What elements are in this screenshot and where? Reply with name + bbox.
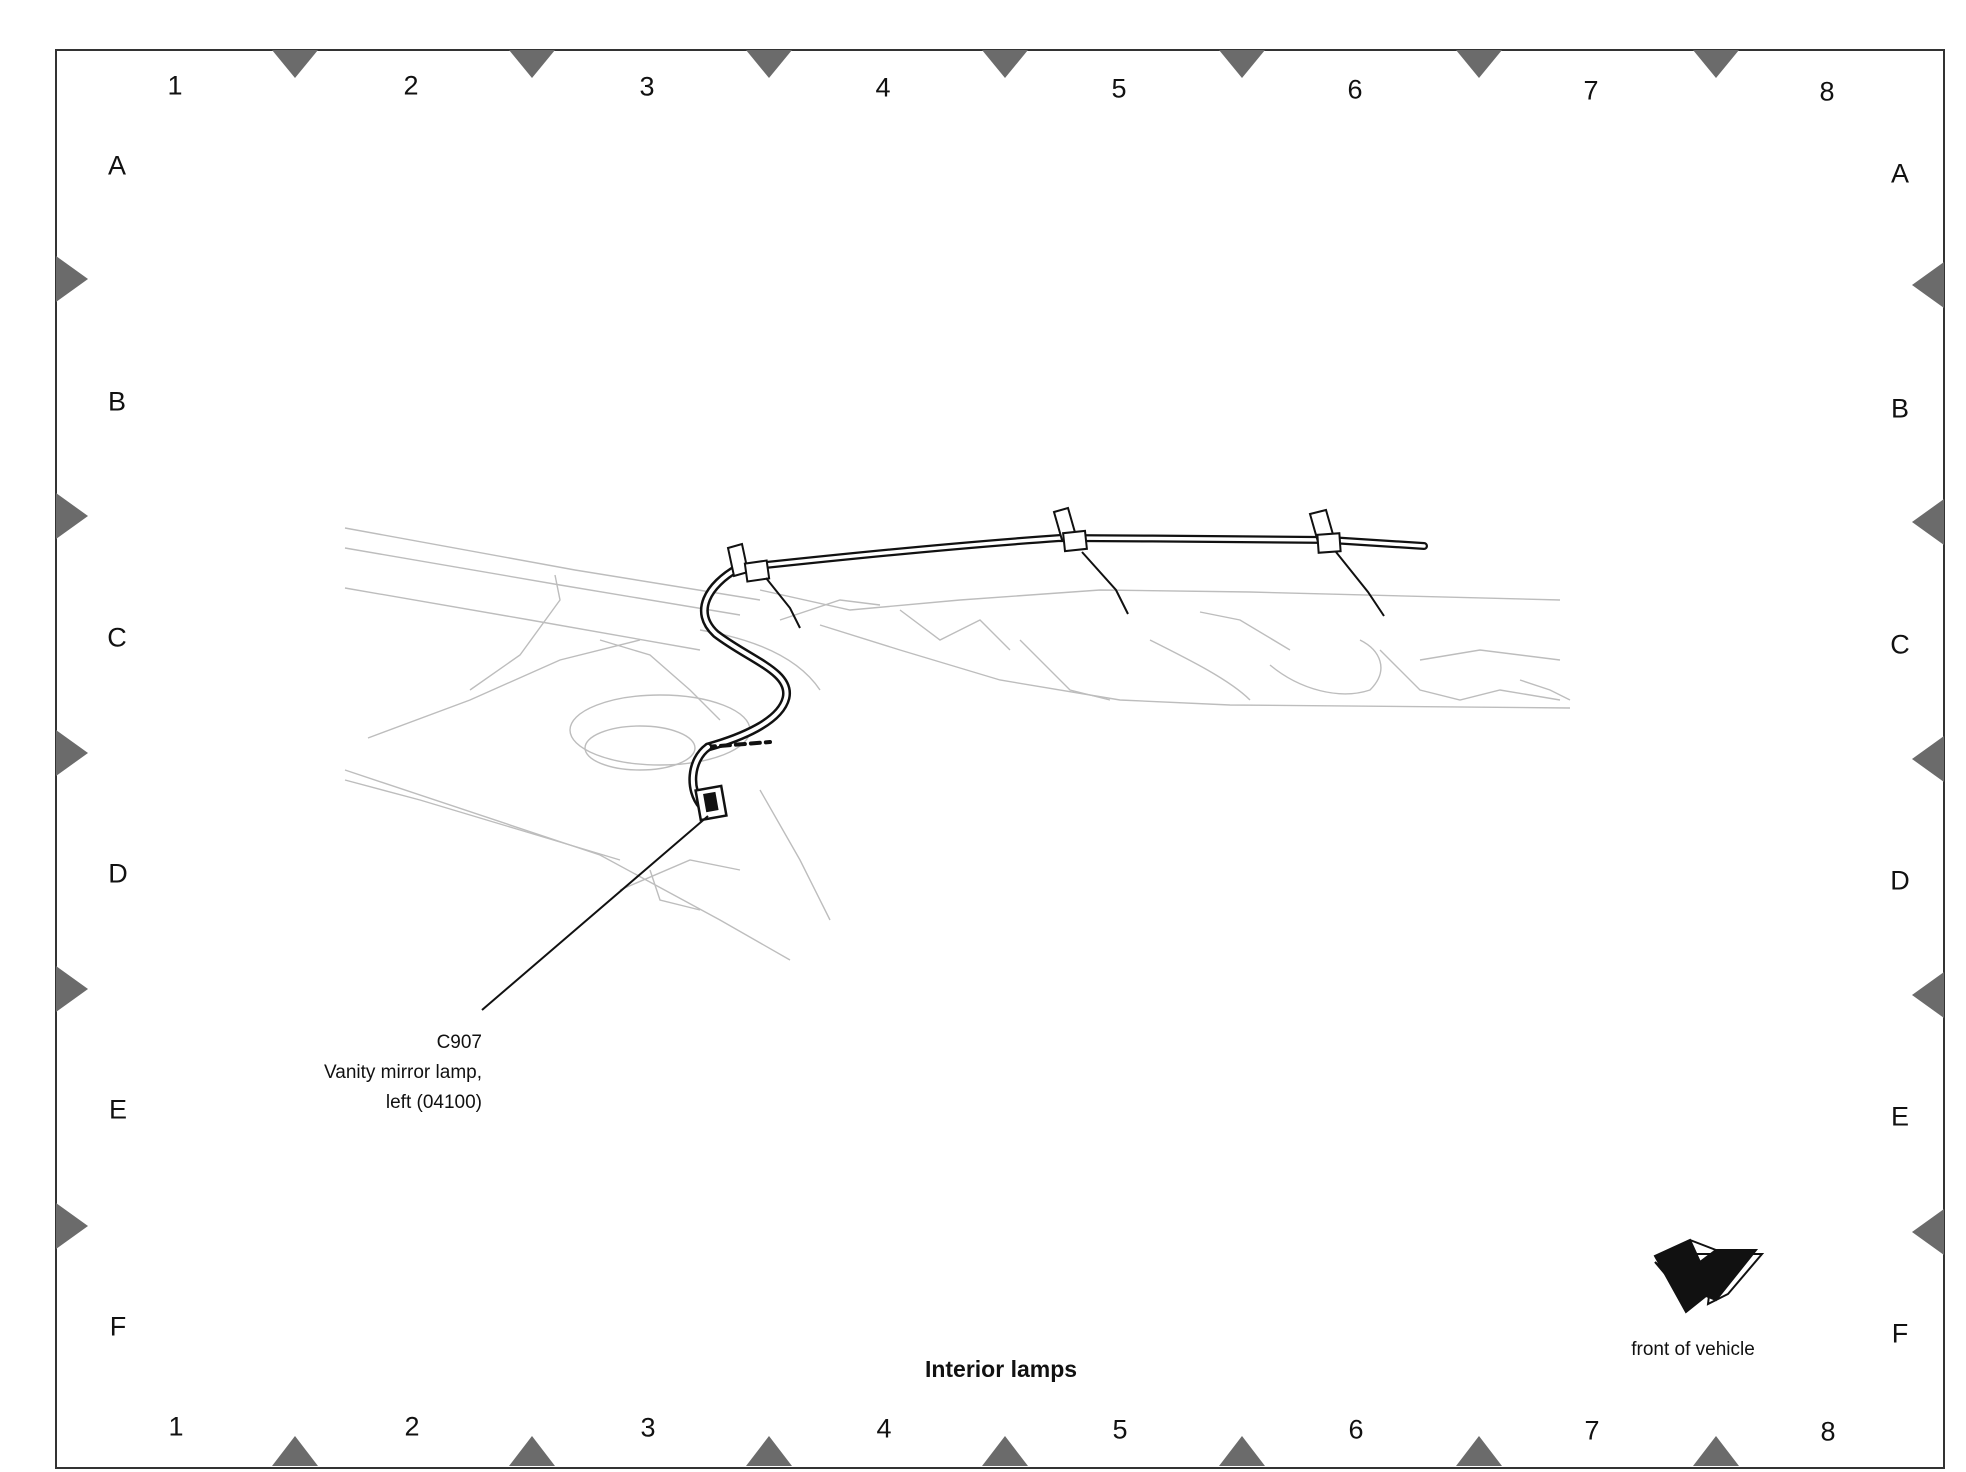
diagram-title: Interior lamps — [924, 1356, 1078, 1382]
grid-marker — [1219, 50, 1265, 78]
grid-marker — [509, 1436, 555, 1466]
grid-column-label-top: 7 — [1583, 75, 1599, 106]
bottom-grid-markers — [272, 1436, 1739, 1466]
grid-marker — [1912, 262, 1944, 308]
grid-marker — [982, 1436, 1028, 1466]
grid-marker — [982, 50, 1028, 78]
callout-leader-line — [481, 815, 709, 1011]
wiring-harness — [688, 534, 1428, 817]
grid-column-label-bottom: 7 — [1584, 1415, 1600, 1446]
grid-column-label-top: 5 — [1111, 73, 1127, 104]
grid-row-label-left: E — [108, 1094, 128, 1125]
retainer-clip — [1052, 506, 1129, 615]
grid-marker — [1693, 1436, 1739, 1466]
grid-row-label-right: F — [1891, 1318, 1909, 1349]
connector-description-line1: Vanity mirror lamp, — [323, 1062, 482, 1083]
grid-marker — [1912, 1209, 1944, 1255]
connector-description-line2: left (04100) — [385, 1092, 482, 1113]
grid-column-label-top: 1 — [167, 70, 183, 101]
grid-marker — [746, 1436, 792, 1466]
front-of-vehicle-arrow-icon — [1653, 1238, 1765, 1314]
grid-marker — [1219, 1436, 1265, 1466]
left-grid-markers — [56, 256, 88, 1249]
connector-id: C907 — [436, 1032, 482, 1053]
retainer-clip — [726, 542, 801, 629]
retainer-clips — [726, 506, 1385, 629]
grid-row-label-left: D — [108, 858, 128, 889]
grid-marker — [1456, 50, 1502, 78]
grid-column-label-top: 6 — [1347, 74, 1363, 105]
grid-marker — [56, 730, 88, 776]
grid-row-label-right: E — [1890, 1101, 1910, 1132]
grid-row-label-right: C — [1890, 629, 1910, 660]
grid-column-label-top: 8 — [1819, 76, 1835, 107]
grid-marker — [272, 50, 318, 78]
grid-marker — [746, 50, 792, 78]
retainer-clip — [1308, 508, 1385, 617]
grid-column-label-top: 4 — [875, 72, 891, 103]
grid-row-label-left: C — [107, 622, 127, 653]
grid-row-label-right: D — [1890, 865, 1910, 896]
grid-marker — [1912, 499, 1944, 545]
connector-callout: C907 Vanity mirror lamp, left (04100) — [324, 1028, 482, 1118]
harness-trunk-inner — [702, 566, 789, 749]
orientation-label: front of vehicle — [1631, 1339, 1755, 1360]
grid-marker — [56, 966, 88, 1012]
grid-column-label-bottom: 1 — [168, 1411, 184, 1442]
grid-row-label-left: A — [107, 150, 127, 181]
grid-column-label-bottom: 3 — [640, 1412, 656, 1443]
connector-c907 — [694, 784, 728, 822]
grid-column-label-top: 3 — [639, 71, 655, 102]
grid-marker — [1456, 1436, 1502, 1466]
grid-marker — [56, 256, 88, 302]
grid-column-label-top: 2 — [403, 70, 419, 101]
vehicle-structure-outline — [344, 527, 1571, 961]
grid-column-label-bottom: 4 — [876, 1413, 892, 1444]
grid-marker — [509, 50, 555, 78]
grid-row-label-left: B — [107, 386, 127, 417]
grid-marker — [56, 1203, 88, 1249]
harness-branch-top-inner — [736, 536, 1426, 570]
grid-marker — [1912, 736, 1944, 782]
harness-hidden-section — [704, 740, 772, 749]
harness-trunk — [700, 563, 791, 752]
grid-row-label-right: A — [1890, 158, 1910, 189]
grid-column-label-bottom: 6 — [1348, 1414, 1364, 1445]
top-grid-markers — [272, 50, 1739, 78]
grid-row-label-right: B — [1890, 393, 1910, 424]
grid-column-label-bottom: 2 — [404, 1411, 420, 1442]
grid-column-label-bottom: 5 — [1112, 1414, 1128, 1445]
grid-column-label-bottom: 8 — [1820, 1416, 1836, 1447]
grid-row-label-left: F — [109, 1311, 127, 1342]
grid-marker — [272, 1436, 318, 1466]
grid-marker — [1912, 972, 1944, 1018]
grid-marker — [56, 493, 88, 539]
right-grid-markers — [1912, 262, 1944, 1255]
grid-marker — [1693, 50, 1739, 78]
